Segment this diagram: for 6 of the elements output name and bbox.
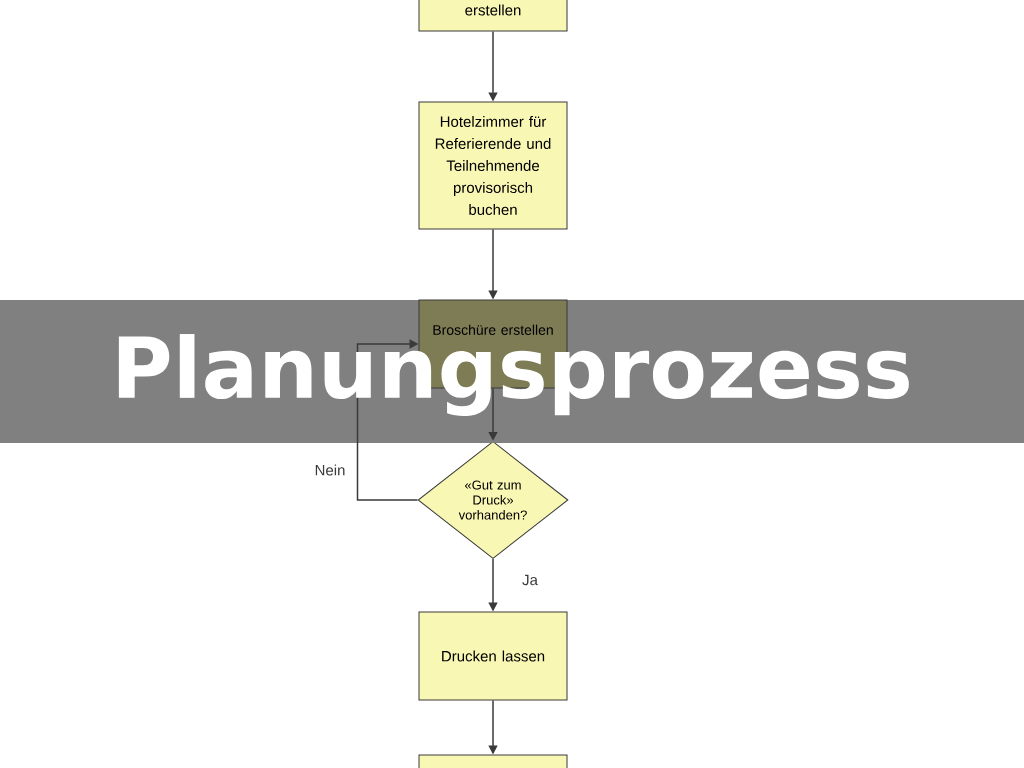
edge-label: Nein xyxy=(315,464,345,476)
process-box: erstellen xyxy=(418,0,568,32)
process-box xyxy=(418,754,568,768)
edge-label: Ja xyxy=(522,574,538,586)
process-box: Drucken lassen xyxy=(418,611,568,701)
process-box: Hotelzimmer für Referierende und Teilnehmende provisorisch buchen xyxy=(418,101,568,230)
